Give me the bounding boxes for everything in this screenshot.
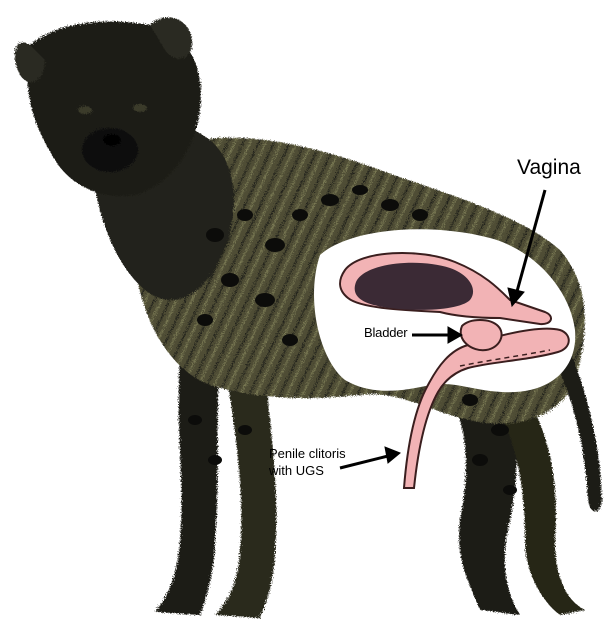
penile-clitoris-label-line1: Penile clitoris (269, 446, 346, 461)
vagina-label: Vagina (517, 156, 581, 180)
penile-clitoris-label-line2: with UGS (269, 463, 324, 478)
bladder-label: Bladder (364, 325, 407, 340)
penile-clitoris-label: Penile clitoris with UGS (269, 445, 359, 479)
